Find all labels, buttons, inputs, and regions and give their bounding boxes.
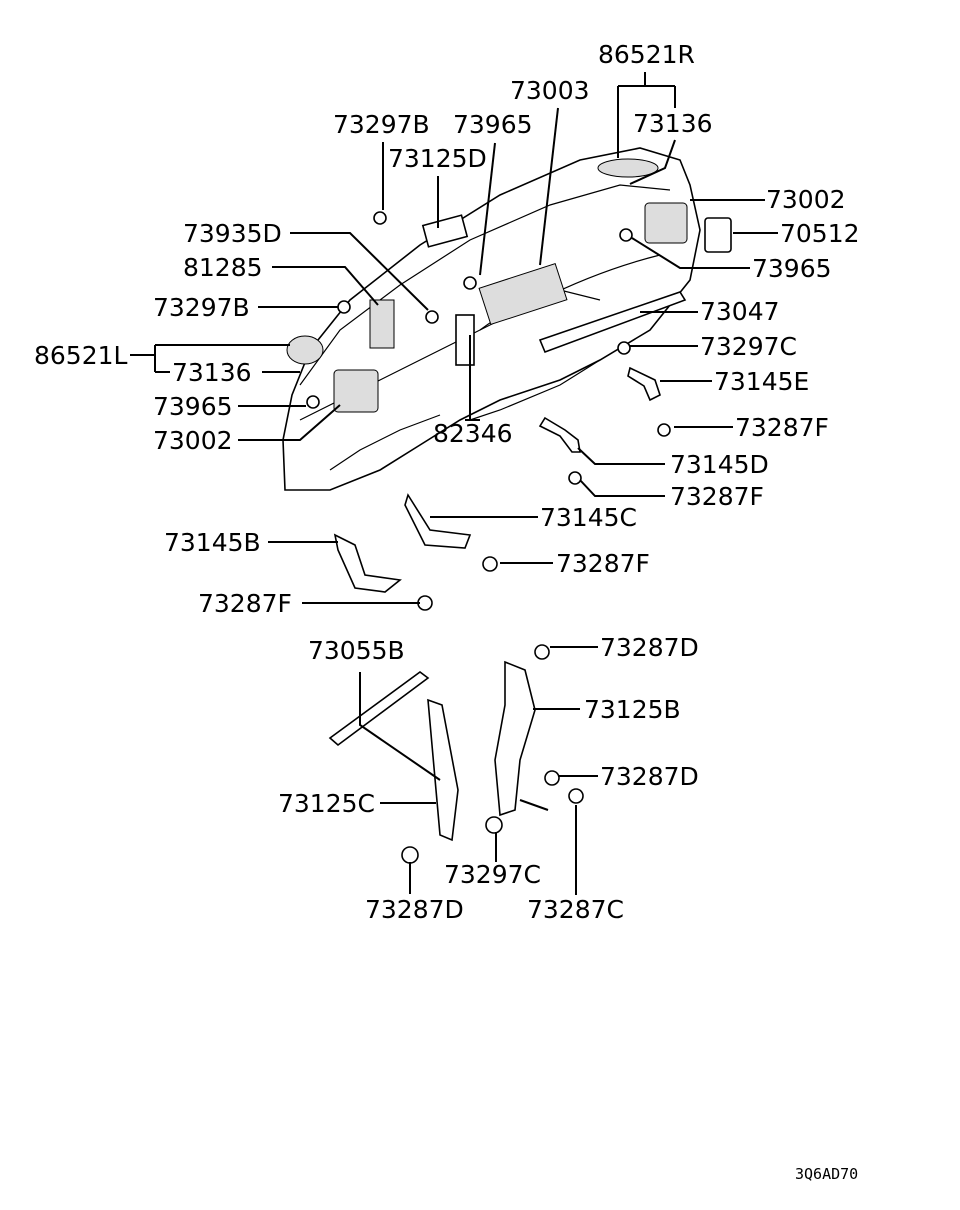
- part-label-73287F-2: 73287F: [670, 482, 764, 511]
- part-label-73145C: 73145C: [540, 503, 637, 532]
- stay-brackets-illustration: [333, 366, 671, 611]
- part-label-86521L: 86521L: [34, 341, 128, 370]
- part-label-73047: 73047: [700, 297, 780, 326]
- part-label-73055B: 73055B: [308, 636, 405, 665]
- part-label-86521R: 86521R: [598, 40, 695, 69]
- part-label-73287C: 73287C: [527, 895, 624, 924]
- part-label-70512: 70512: [780, 219, 860, 248]
- part-label-73136-right: 73136: [633, 109, 713, 138]
- part-label-73287D-3: 73287D: [365, 895, 464, 924]
- part-label-73002-right: 73002: [766, 185, 846, 214]
- leader-lines: [130, 72, 778, 895]
- part-label-73145B: 73145B: [164, 528, 261, 557]
- instrument-panel-illustration: [282, 147, 732, 491]
- part-label-73287F-3: 73287F: [556, 549, 650, 578]
- part-label-73287F-1: 73287F: [735, 413, 829, 442]
- part-label-73145E: 73145E: [714, 367, 809, 396]
- diagram-code: 3Q6AD70: [795, 1165, 858, 1183]
- part-label-73965-left: 73965: [153, 392, 233, 421]
- part-label-81285: 81285: [183, 253, 263, 282]
- part-label-73297B-top: 73297B: [333, 110, 430, 139]
- part-label-73297C-right: 73297C: [700, 332, 797, 361]
- part-label-73287D-1: 73287D: [600, 633, 699, 662]
- part-label-73125D: 73125D: [388, 144, 487, 173]
- part-label-73125C: 73125C: [278, 789, 375, 818]
- part-label-73965-top: 73965: [453, 110, 533, 139]
- part-label-73935D: 73935D: [183, 219, 282, 248]
- part-label-73297C-bottom: 73297C: [444, 860, 541, 889]
- part-label-73965-right: 73965: [752, 254, 832, 283]
- part-label-82346: 82346: [433, 419, 513, 448]
- side-brackets-illustration: [328, 644, 584, 864]
- part-label-73287F-4: 73287F: [198, 589, 292, 618]
- part-label-73136-left: 73136: [172, 358, 252, 387]
- part-label-73145D: 73145D: [670, 450, 769, 479]
- part-label-73125B: 73125B: [584, 695, 681, 724]
- part-label-73287D-2: 73287D: [600, 762, 699, 791]
- part-label-73002-left: 73002: [153, 426, 233, 455]
- part-label-73003: 73003: [510, 76, 590, 105]
- part-labels: 86521R 73003 73136 73297B 73965 73125D 7…: [34, 40, 860, 924]
- part-label-73297B-left: 73297B: [153, 293, 250, 322]
